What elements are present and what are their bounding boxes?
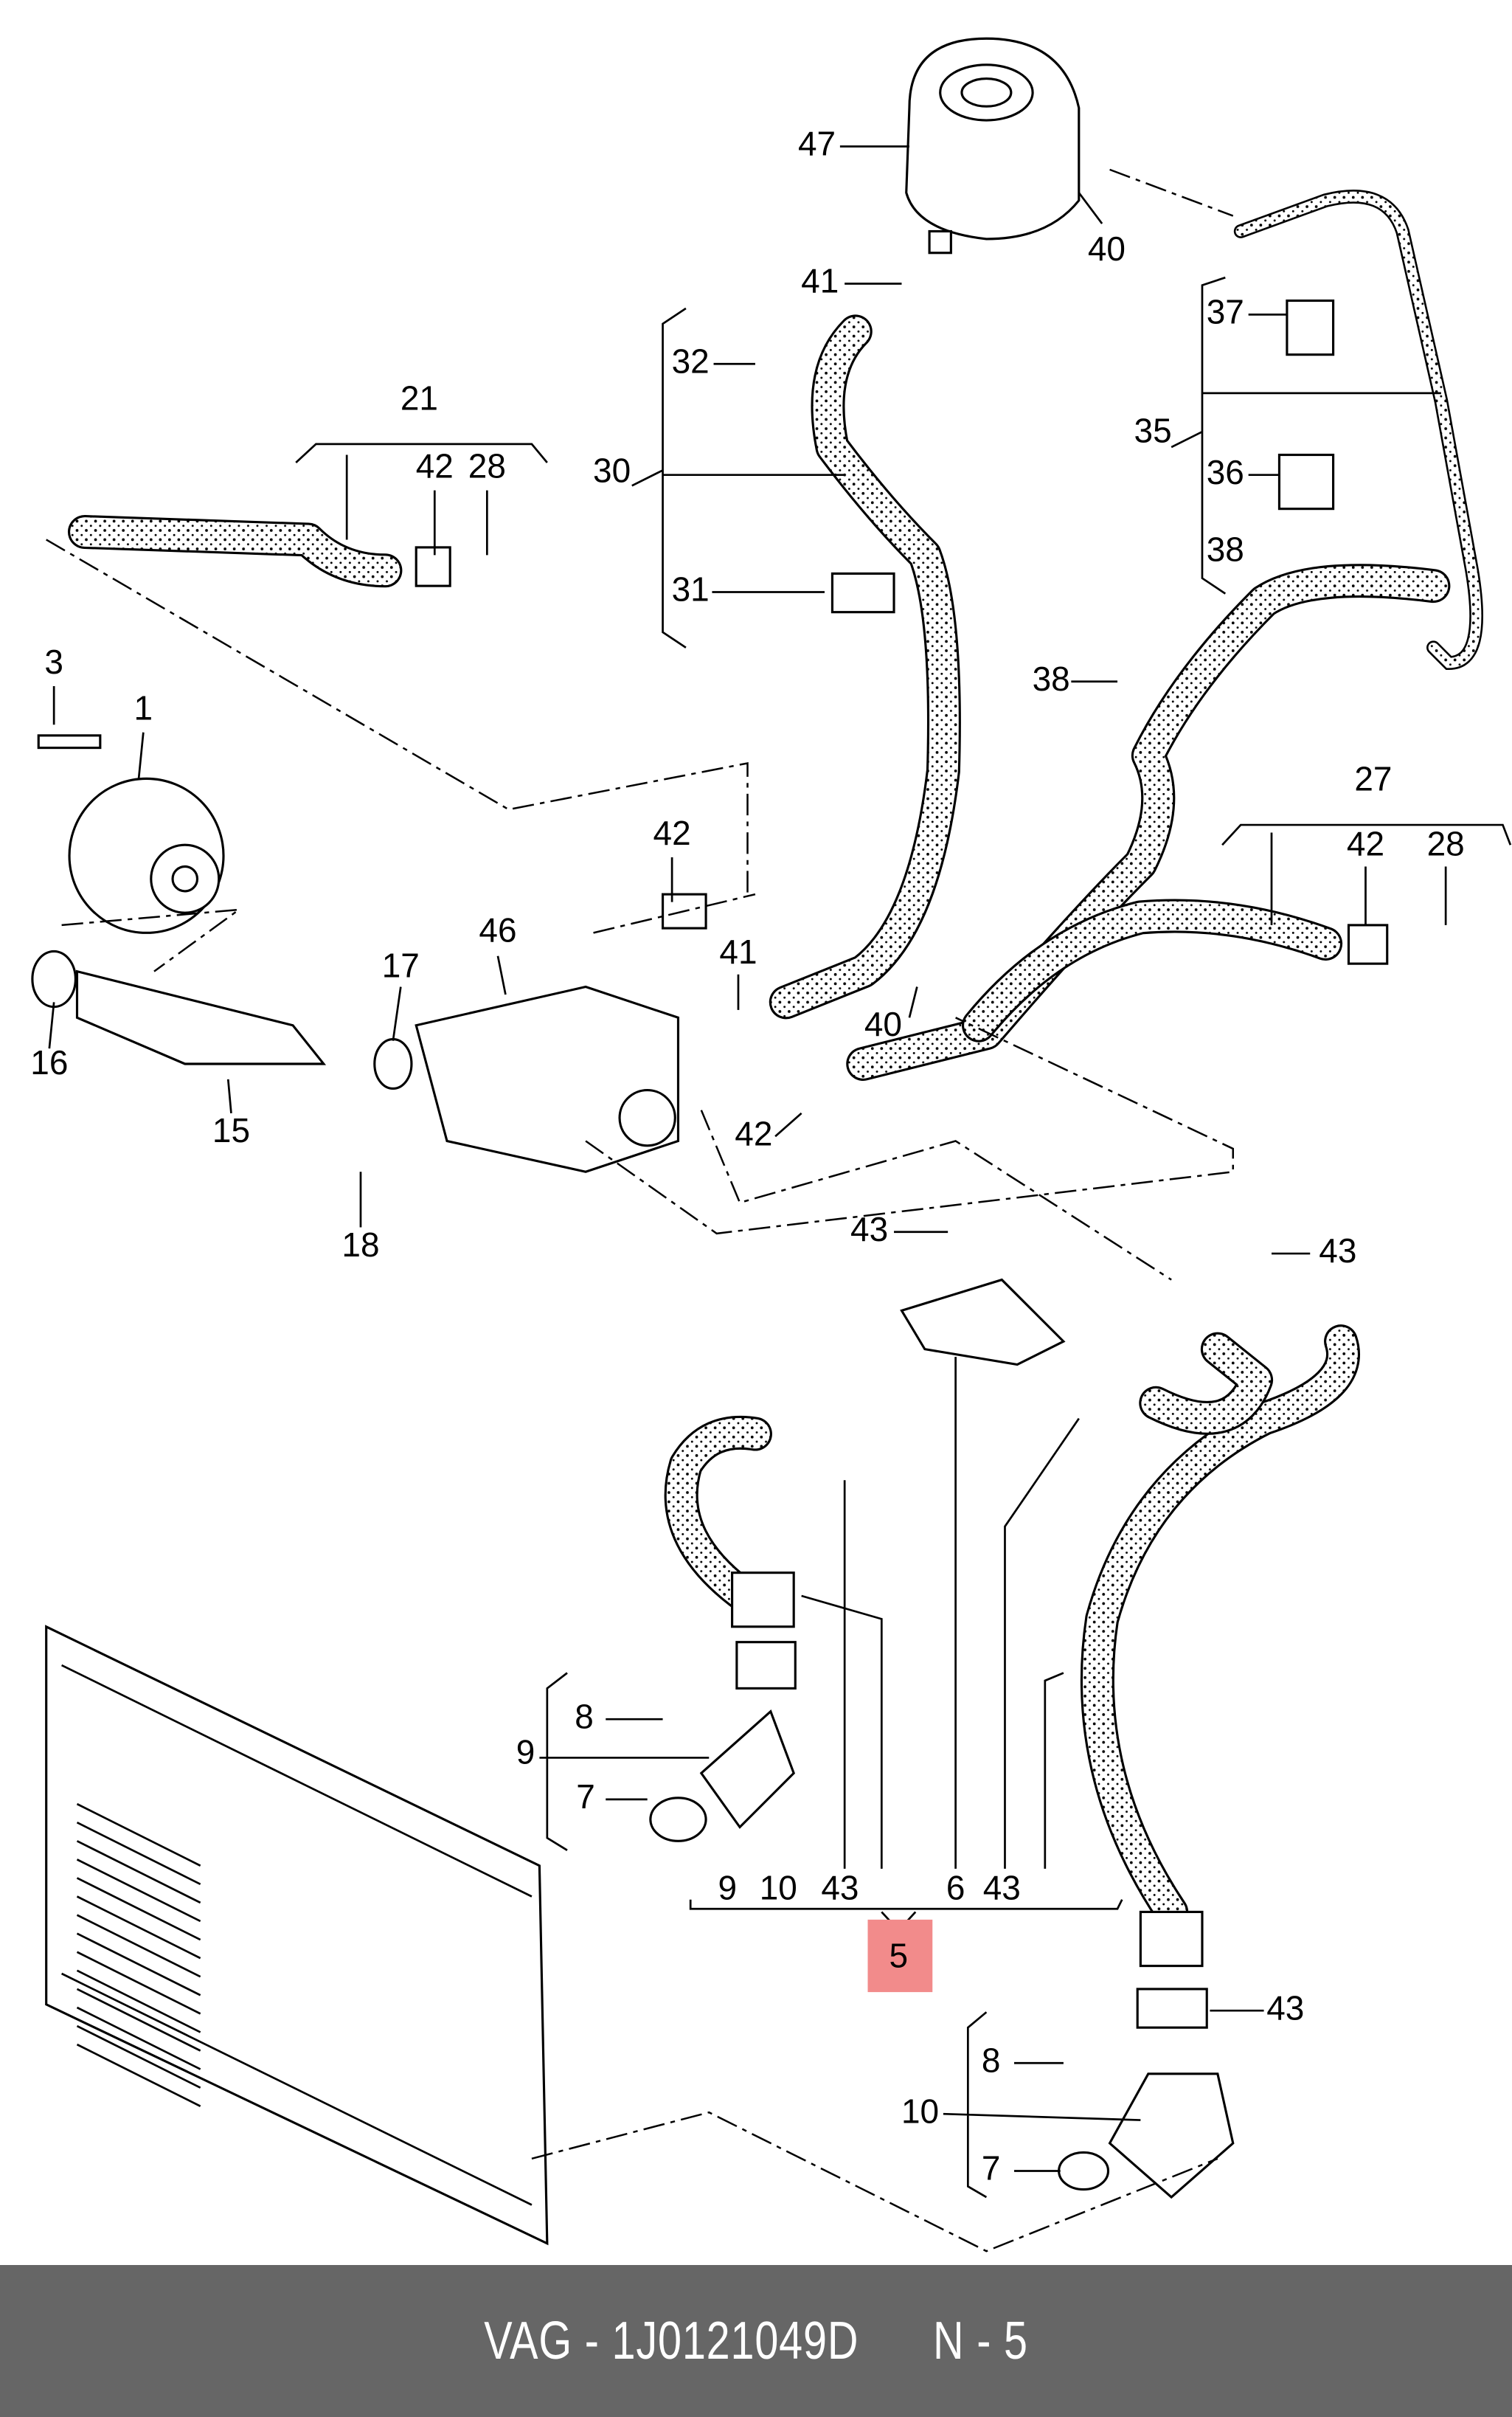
leader-lines: [48, 145, 1512, 2199]
callout-label-27: 27: [1354, 760, 1392, 798]
callout-label-18: 18: [341, 1225, 379, 1264]
highlight-box: [867, 1919, 933, 1993]
callout-label-43: 43: [983, 1868, 1021, 1906]
callout-label-8: 8: [982, 2041, 1001, 2079]
radiator-fin: [76, 1988, 201, 2052]
callout-label-42: 42: [416, 446, 454, 485]
components: [31, 299, 1389, 2246]
callout-label-21: 21: [400, 379, 438, 418]
callout-label-7: 7: [982, 2149, 1001, 2188]
callout-label-42: 42: [653, 814, 691, 852]
callout-label-40: 40: [864, 1005, 902, 1043]
callout-label-43: 43: [850, 1210, 888, 1248]
radiator-fin: [76, 1877, 201, 1941]
radiator-fin: [76, 1840, 201, 1904]
radiator-fin: [76, 1895, 201, 1960]
dash-lines: [46, 168, 1235, 2252]
radiator-fin: [76, 1914, 201, 1978]
callout-label-42: 42: [1347, 824, 1384, 862]
callout-label-37: 37: [1207, 292, 1244, 331]
radiator-fin: [76, 1802, 201, 1867]
callout-label-43: 43: [1266, 1988, 1304, 2027]
callout-label-38: 38: [1207, 530, 1244, 568]
radiator-fin: [76, 1858, 201, 1923]
radiator-fin: [76, 1951, 201, 2015]
part-number-caption: VAG - 1J0121049D N - 5: [484, 2311, 1028, 2371]
callout-label-9: 9: [718, 1868, 738, 1906]
callout-label-7: 7: [576, 1777, 595, 1816]
callout-label-42: 42: [735, 1114, 772, 1152]
callout-label-6: 6: [946, 1868, 965, 1906]
radiator-fin: [76, 2006, 201, 2070]
callout-label-31: 31: [672, 570, 710, 609]
callout-label-43: 43: [1319, 1231, 1356, 1270]
callout-label-28: 28: [1427, 824, 1465, 862]
callout-label-10: 10: [901, 2092, 939, 2130]
coolant-hoses: [67, 190, 1484, 1929]
callout-label-36: 36: [1207, 453, 1244, 491]
callout-label-32: 32: [672, 342, 710, 380]
footer-bar: VAG - 1J0121049D N - 5: [0, 2265, 1512, 2417]
callout-label-9: 9: [516, 1732, 535, 1771]
callout-label-41: 41: [801, 262, 839, 300]
callout-label-46: 46: [479, 911, 516, 950]
callout-label-15: 15: [212, 1111, 250, 1149]
radiator-fin: [76, 2043, 201, 2107]
expansion-tank: [905, 37, 1081, 255]
radiator-fin: [76, 1821, 201, 1886]
callout-label-1: 1: [134, 689, 153, 727]
callout-label-43: 43: [821, 1868, 859, 1906]
callout-label-16: 16: [30, 1043, 68, 1082]
callout-label-41: 41: [719, 933, 757, 971]
callout-label-8: 8: [575, 1697, 594, 1735]
callout-label-5: 5: [889, 1936, 909, 1974]
radiator-fin: [76, 1932, 201, 1996]
callout-label-30: 30: [593, 452, 631, 490]
callout-label-17: 17: [382, 947, 420, 985]
callout-label-3: 3: [44, 643, 63, 681]
radiator-fin: [76, 1969, 201, 2033]
radiator-fin: [76, 2024, 201, 2089]
callout-label-47: 47: [798, 125, 836, 163]
callout-label-28: 28: [468, 446, 506, 485]
callout-label-38: 38: [1033, 660, 1070, 698]
callout-label-10: 10: [760, 1868, 797, 1906]
callout-label-35: 35: [1134, 411, 1172, 449]
callout-label-40: 40: [1088, 229, 1126, 268]
